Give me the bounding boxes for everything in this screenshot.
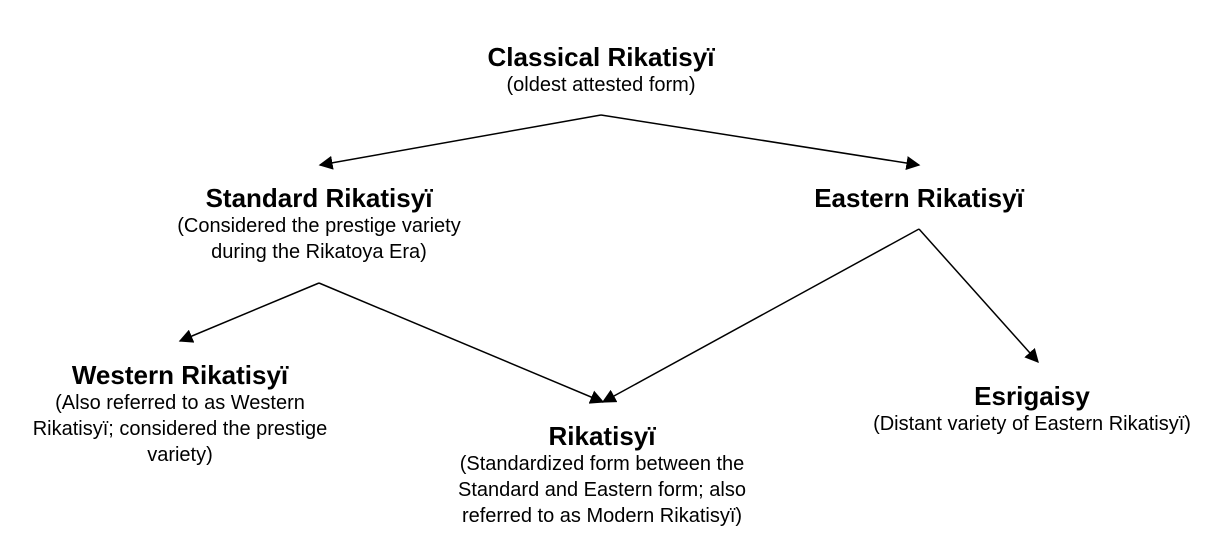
node-eastern-title: Eastern Rikatisyï [814, 183, 1024, 213]
node-rikatisyi: Rikatisyï (Standardized form between the… [402, 421, 802, 529]
node-esrigaisy-subtitle: (Distant variety of Eastern Rikatisyï) [873, 413, 1191, 435]
node-eastern: Eastern Rikatisyï [719, 183, 1119, 213]
node-western: Western Rikatisyï (Also referred to as W… [0, 360, 360, 468]
node-esrigaisy: Esrigaisy (Distant variety of Eastern Ri… [842, 381, 1222, 437]
node-esrigaisy-title: Esrigaisy [974, 381, 1090, 411]
node-rikatisyi-subtitle: (Standardized form between the Standard … [458, 453, 746, 527]
node-rikatisyi-title: Rikatisyï [548, 421, 656, 451]
edge-standard-to-rikatisyi [318, 282, 605, 404]
node-standard-title: Standard Rikatisyï [205, 183, 433, 213]
node-standard-subtitle: (Considered the prestige variety during … [177, 215, 461, 263]
node-western-subtitle: (Also referred to as Western Rikatisyï; … [32, 392, 328, 466]
node-standard: Standard Rikatisyï (Considered the prest… [119, 183, 519, 265]
edge-classical-to-eastern [600, 114, 921, 170]
edge-eastern-to-rikatisyi [601, 228, 920, 403]
edge-classical-to-standard [318, 114, 602, 170]
node-western-title: Western Rikatisyï [71, 360, 289, 390]
node-classical: Classical Rikatisyï (oldest attested for… [401, 42, 801, 98]
edge-standard-to-western [178, 282, 320, 343]
node-classical-subtitle: (oldest attested form) [506, 74, 696, 96]
edge-eastern-to-esrigaisy [918, 228, 1039, 364]
node-classical-title: Classical Rikatisyï [487, 42, 715, 72]
